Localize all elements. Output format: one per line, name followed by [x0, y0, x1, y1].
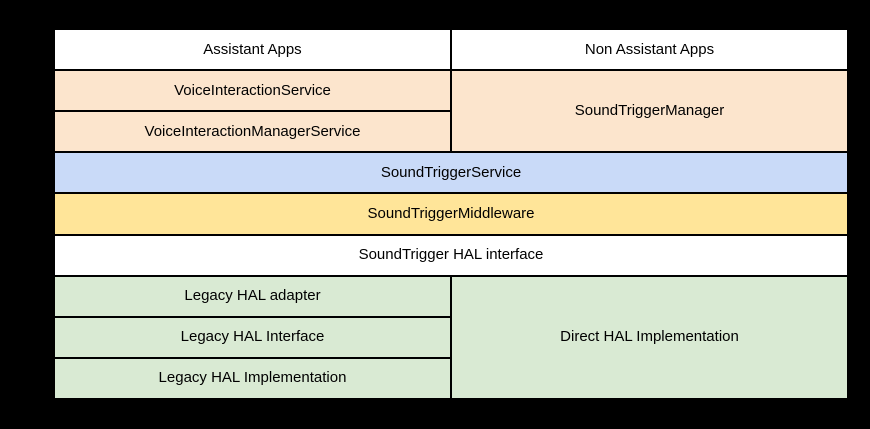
- cell-voice-interaction-manager-service: VoiceInteractionManagerService: [55, 112, 450, 152]
- cell-sound-trigger-hal-interface: SoundTrigger HAL interface: [55, 235, 847, 275]
- cell-voice-interaction-service: VoiceInteractionService: [55, 71, 450, 111]
- cell-sound-trigger-middleware: SoundTriggerMiddleware: [55, 194, 847, 234]
- cell-assistant-apps: Assistant Apps: [55, 30, 450, 70]
- cell-legacy-hal-adapter: Legacy HAL adapter: [55, 276, 450, 316]
- cell-legacy-hal-implementation: Legacy HAL Implementation: [55, 358, 450, 398]
- cell-legacy-hal-interface: Legacy HAL Interface: [55, 317, 450, 357]
- cell-sound-trigger-service: SoundTriggerService: [55, 153, 847, 193]
- cell-non-assistant-apps: Non Assistant Apps: [452, 30, 847, 70]
- cell-direct-hal-implementation: Direct HAL Implementation: [452, 276, 847, 398]
- soundtrigger-stack-diagram: Assistant Apps Non Assistant Apps VoiceI…: [53, 28, 849, 400]
- cell-sound-trigger-manager: SoundTriggerManager: [452, 71, 847, 152]
